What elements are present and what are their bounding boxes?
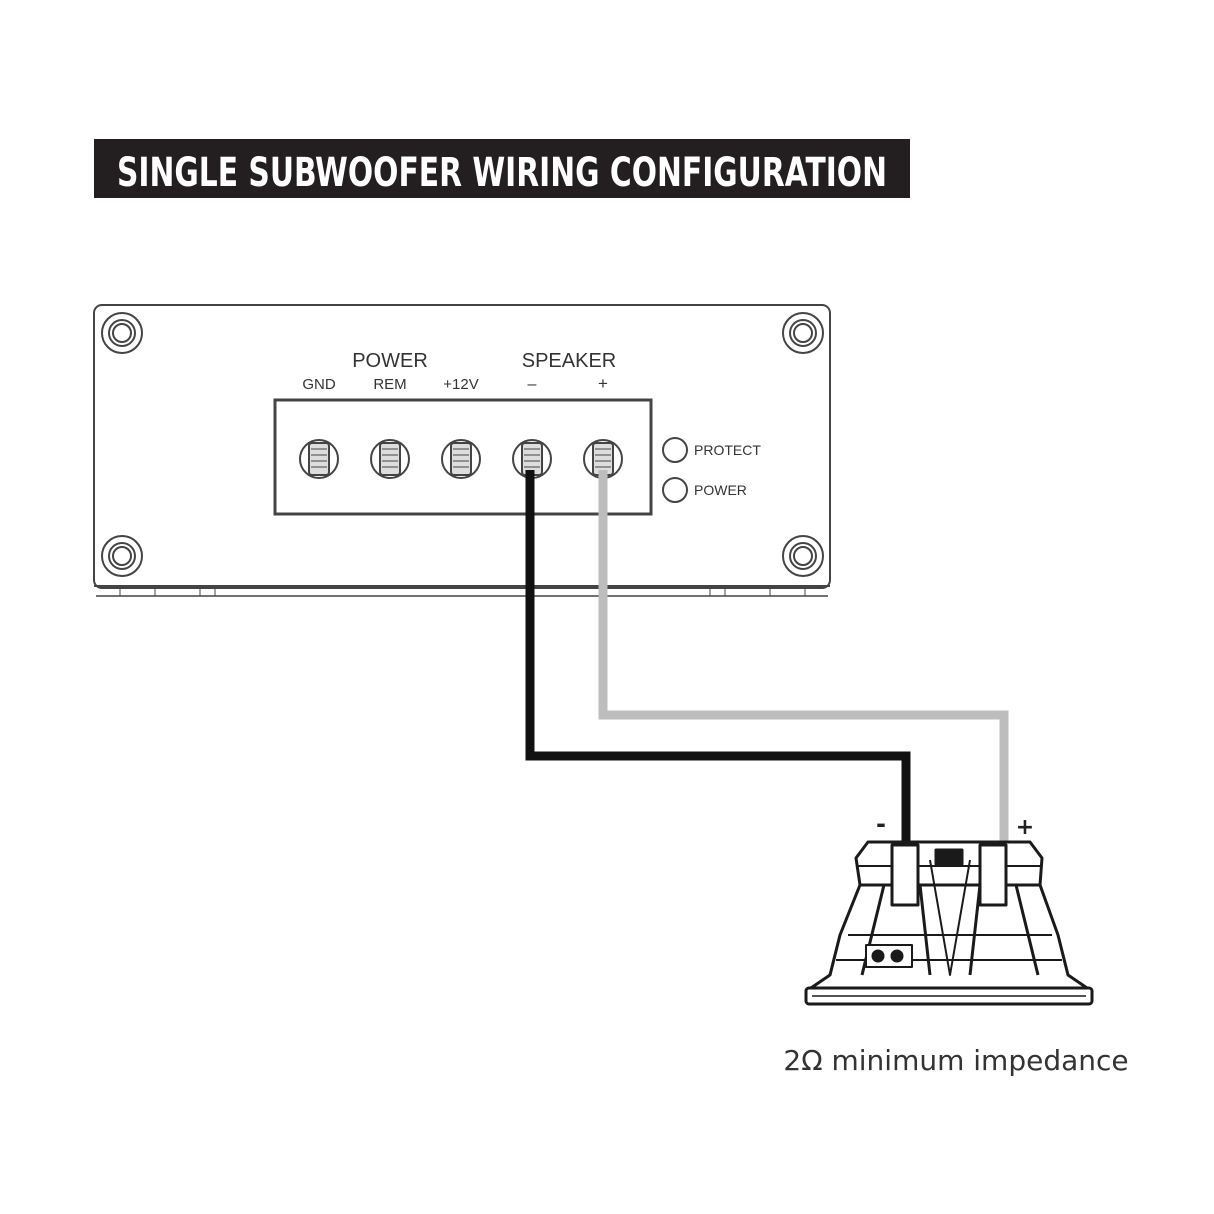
- terminal-screws: [299, 439, 623, 479]
- positive-wire: [598, 470, 1009, 842]
- protect-led-icon: [662, 437, 688, 463]
- diagram-title: SINGLE SUBWOOFER WIRING CONFIGURATION: [117, 150, 887, 196]
- screw-icon: [782, 535, 824, 577]
- subwoofer-negative-label: -: [876, 810, 886, 838]
- terminal-label-speaker-positive: +: [598, 374, 608, 393]
- speaker-group-label: SPEAKER: [522, 350, 616, 372]
- screw-icon: [782, 312, 824, 354]
- power-indicator-label: POWER: [694, 482, 747, 498]
- terminal-screw-icon: [299, 439, 339, 479]
- impedance-note: 2Ω minimum impedance: [783, 1044, 1128, 1077]
- power-led-icon: [662, 477, 688, 503]
- terminal-label-gnd: GND: [302, 376, 336, 393]
- terminal-block: [273, 398, 653, 516]
- subwoofer-icon: [804, 840, 1094, 1006]
- screw-icon: [101, 535, 143, 577]
- screw-icon: [101, 312, 143, 354]
- power-group-label: POWER: [352, 350, 428, 372]
- protect-indicator-label: PROTECT: [694, 442, 761, 458]
- terminal-screw-icon: [370, 439, 410, 479]
- negative-wire: [525, 470, 911, 842]
- title-background: [94, 139, 910, 198]
- terminal-screw-icon: [441, 439, 481, 479]
- terminal-label-12v: +12V: [443, 376, 478, 393]
- amplifier: [93, 304, 831, 597]
- terminal-label-speaker-negative: –: [528, 376, 537, 393]
- indicators: PROTECT POWER: [662, 437, 761, 503]
- amplifier-panel: [93, 304, 831, 589]
- subwoofer-positive-label: +: [1016, 815, 1034, 840]
- terminal-label-rem: REM: [373, 376, 406, 393]
- title-banner: SINGLE SUBWOOFER WIRING CONFIGURATION: [94, 139, 910, 198]
